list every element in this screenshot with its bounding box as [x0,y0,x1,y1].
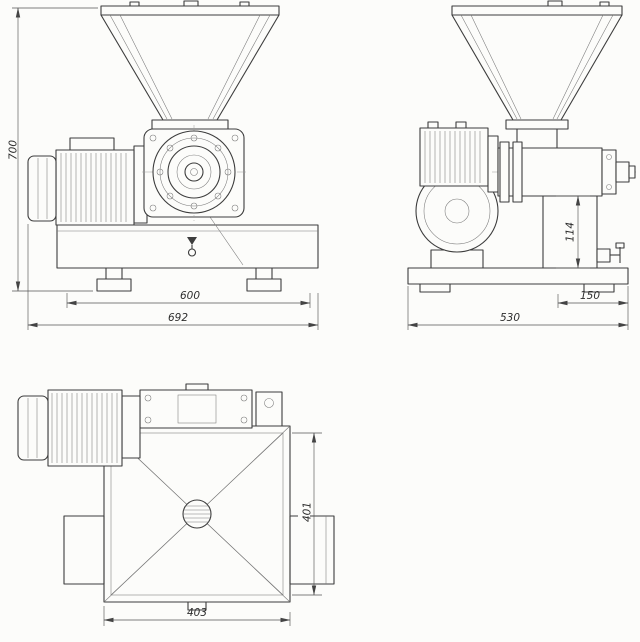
hopper-front [100,0,280,130]
dim-side-overall-width: 530 [500,312,520,324]
outlet-left-top [63,515,105,585]
top-view: 401 403 [17,383,335,626]
side-view: 114 150 530 [407,0,638,330]
gearbox-corner-bolts [149,134,239,212]
drain-tab-top [187,601,207,611]
motor-front [27,137,148,226]
motor-fan-cowl [27,155,57,222]
motor-top-fins [51,393,118,463]
gearbox-front [142,125,246,221]
gearbox-top [139,383,253,429]
dim-side: 114 150 530 [407,195,629,330]
motor-top-fan-cowl [17,395,49,461]
valve-side [596,242,625,263]
auger-hatch [183,505,211,523]
front-view: 700 600 692 [4,0,319,330]
dim-hopper-depth: 401 [302,502,314,522]
hopper-side [451,0,623,149]
base-front [56,224,319,269]
gearbox-side [419,121,499,193]
dim-front: 700 600 692 [4,7,319,330]
drain-valve [187,237,197,257]
base-side [407,267,629,293]
extruder-side [492,141,638,203]
gearbox-fins [424,131,481,183]
motor-foot [430,249,484,269]
dim-overall-width: 692 [168,312,188,324]
shaft-stub [615,161,630,183]
gearbox-bolt-circle [156,134,232,210]
dim-top: 401 403 [103,432,322,626]
motor-top [17,389,141,467]
bracket-top [255,391,283,427]
motor-fins [60,153,127,222]
dim-stand-height: 114 [565,222,577,242]
dim-side-right-offset: 150 [580,290,600,302]
dim-overall-height: 700 [8,140,20,160]
dim-hopper-width: 403 [187,607,207,619]
support-brace [209,216,244,266]
outlet-right-top [289,515,335,585]
dim-base-width: 600 [180,290,200,302]
feet-front [96,267,282,292]
